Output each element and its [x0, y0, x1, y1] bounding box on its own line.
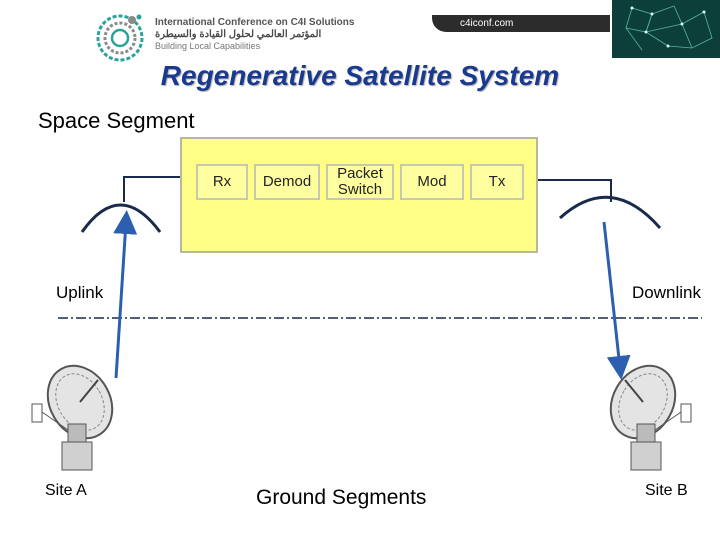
conference-logo: [96, 14, 144, 62]
conference-name-english: International Conference on C4I Solution…: [155, 17, 355, 28]
ground-dish-a-icon: [31, 364, 114, 471]
demod-block: Demod: [254, 164, 320, 200]
packet-switch-line2: Switch: [337, 181, 383, 198]
downlink-arrow: [602, 221, 631, 380]
site-b-label: Site B: [645, 482, 688, 499]
website-banner[interactable]: c4iconf.com: [432, 15, 610, 32]
left-satellite-antenna: [80, 203, 162, 233]
mod-block: Mod: [400, 164, 464, 200]
slide-title: Regenerative Satellite System: [160, 60, 560, 91]
ground-dish-b-icon: [609, 364, 692, 471]
uplink-arrow: [113, 210, 138, 379]
rx-block: Rx: [196, 164, 248, 200]
packet-switch-block: Packet Switch: [326, 164, 394, 200]
packet-switch-line1: Packet: [337, 165, 383, 182]
space-segment-label: Space Segment: [38, 108, 195, 133]
right-satellite-antenna: [558, 195, 662, 229]
right-feed-line: [538, 179, 612, 202]
uplink-label: Uplink: [56, 283, 104, 302]
network-graphic: [612, 0, 720, 58]
left-feed-line: [123, 176, 180, 202]
conference-tagline: Building Local Capabilities: [155, 41, 261, 51]
tx-block: Tx: [470, 164, 524, 200]
site-a-label: Site A: [45, 482, 87, 499]
ground-segments-label: Ground Segments: [256, 486, 427, 509]
conference-name-arabic: المؤتمر العالمي لحلول القيادة والسيطرة: [155, 29, 322, 40]
downlink-label: Downlink: [632, 283, 701, 302]
